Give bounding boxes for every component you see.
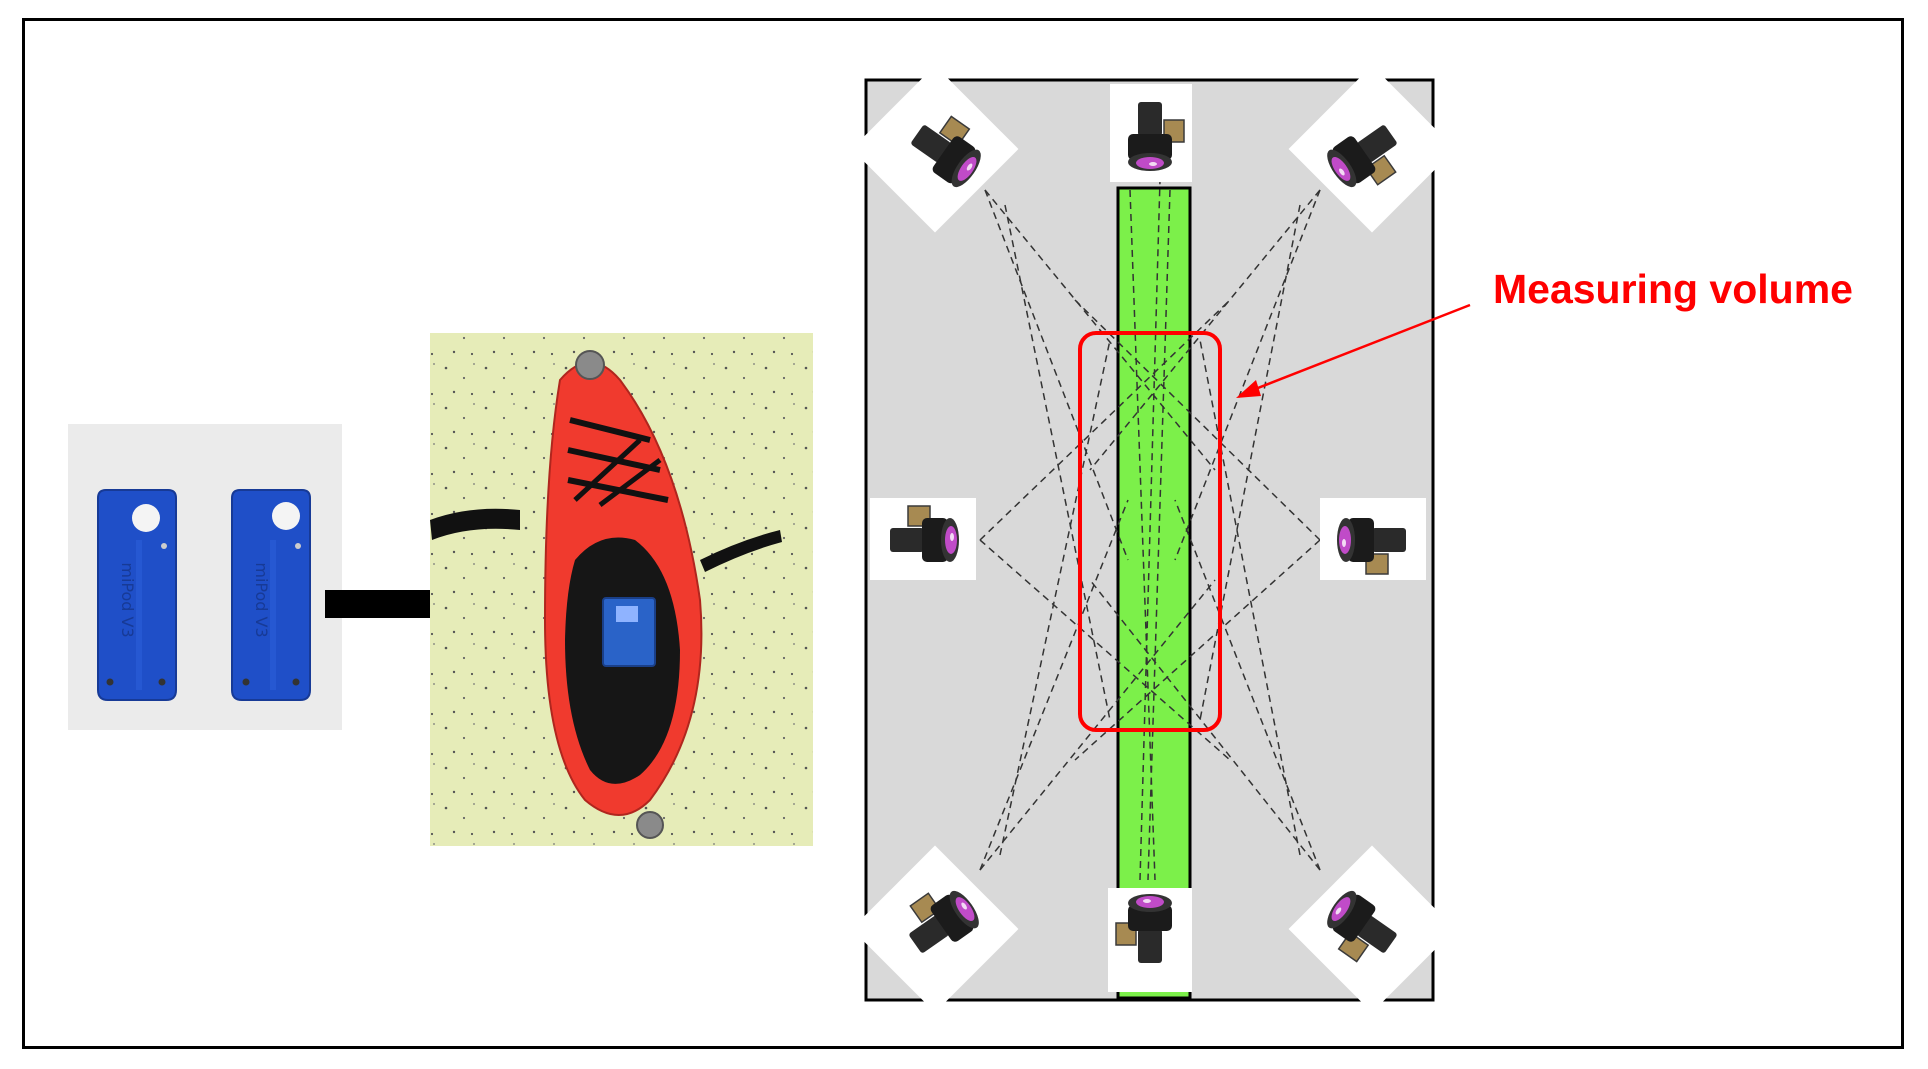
camera-icon — [870, 498, 976, 580]
walkway — [1116, 186, 1192, 1000]
miPod-sensor-icon: miPod V3 — [97, 489, 177, 701]
mipod-sensors-photo: miPod V3 miPod V3 — [68, 424, 342, 730]
camera-icon — [851, 845, 1019, 1013]
pod-text-2: miPod V3 — [252, 562, 271, 637]
camera-icon — [851, 65, 1019, 233]
mocap-layout — [851, 65, 1456, 1013]
measuring-volume-box — [1078, 331, 1222, 732]
figure-border — [22, 18, 1904, 1049]
annotation-arrow — [1236, 303, 1471, 398]
camera-icon — [1320, 498, 1426, 580]
shoe-icon — [543, 350, 703, 839]
measuring-volume-label: Measuring volume — [1493, 266, 1853, 312]
miPod-sensor-icon: miPod V3 — [231, 489, 311, 701]
camera-icon — [1108, 888, 1192, 992]
shoe-photo — [430, 333, 813, 846]
camera-view-lines — [979, 179, 1321, 881]
pod-text-1: miPod V3 — [118, 562, 137, 637]
camera-icon — [1110, 84, 1192, 182]
